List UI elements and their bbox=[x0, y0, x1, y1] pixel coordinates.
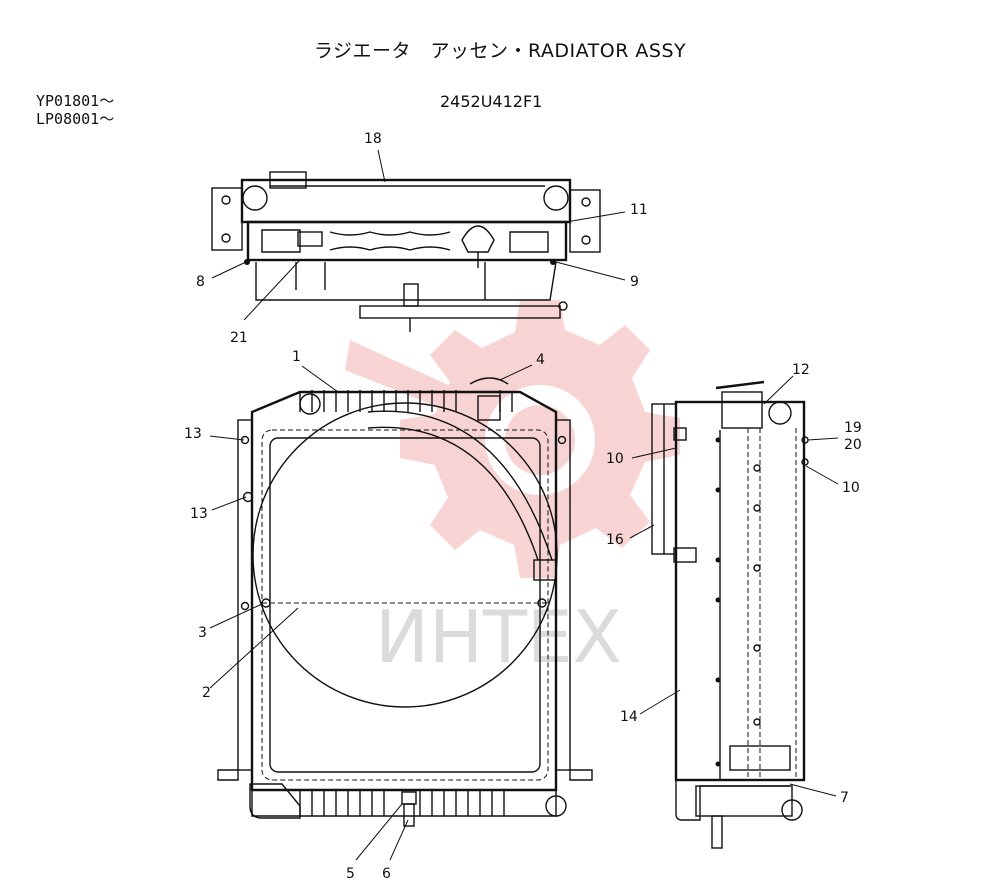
callout-10-right: 10 bbox=[842, 480, 860, 496]
top-view bbox=[211, 171, 601, 332]
callout-5: 5 bbox=[346, 866, 355, 882]
front-view bbox=[217, 377, 593, 827]
watermark-logo bbox=[345, 300, 680, 578]
part-number: 2452U412F1 bbox=[440, 92, 543, 111]
serial-range-yp: YP01801〜 bbox=[36, 92, 115, 110]
callout-20: 20 bbox=[844, 437, 862, 453]
callout-6: 6 bbox=[382, 866, 391, 882]
leader-lines bbox=[209, 149, 839, 861]
callout-4: 4 bbox=[536, 352, 545, 368]
callout-18: 18 bbox=[364, 131, 382, 147]
callout-14: 14 bbox=[620, 709, 638, 725]
callout-12: 12 bbox=[792, 362, 810, 378]
callout-7: 7 bbox=[840, 790, 849, 806]
callout-16: 16 bbox=[606, 532, 624, 548]
callout-3: 3 bbox=[198, 625, 207, 641]
callout-1: 1 bbox=[292, 349, 301, 365]
callout-13-upper: 13 bbox=[184, 426, 202, 442]
callout-11: 11 bbox=[630, 202, 648, 218]
callout-2: 2 bbox=[202, 685, 211, 701]
callout-8: 8 bbox=[196, 274, 205, 290]
side-view bbox=[651, 380, 809, 849]
callout-13-lower: 13 bbox=[190, 506, 208, 522]
callout-21: 21 bbox=[230, 330, 248, 346]
watermark-text: ИНТЕХ bbox=[375, 595, 622, 679]
callout-19: 19 bbox=[844, 420, 862, 436]
callout-10-left: 10 bbox=[606, 451, 624, 467]
callout-9: 9 bbox=[630, 274, 639, 290]
diagram-title: ラジエータ アッセン・RADIATOR ASSY bbox=[313, 40, 687, 62]
serial-range-lp: LP08001〜 bbox=[36, 110, 115, 128]
